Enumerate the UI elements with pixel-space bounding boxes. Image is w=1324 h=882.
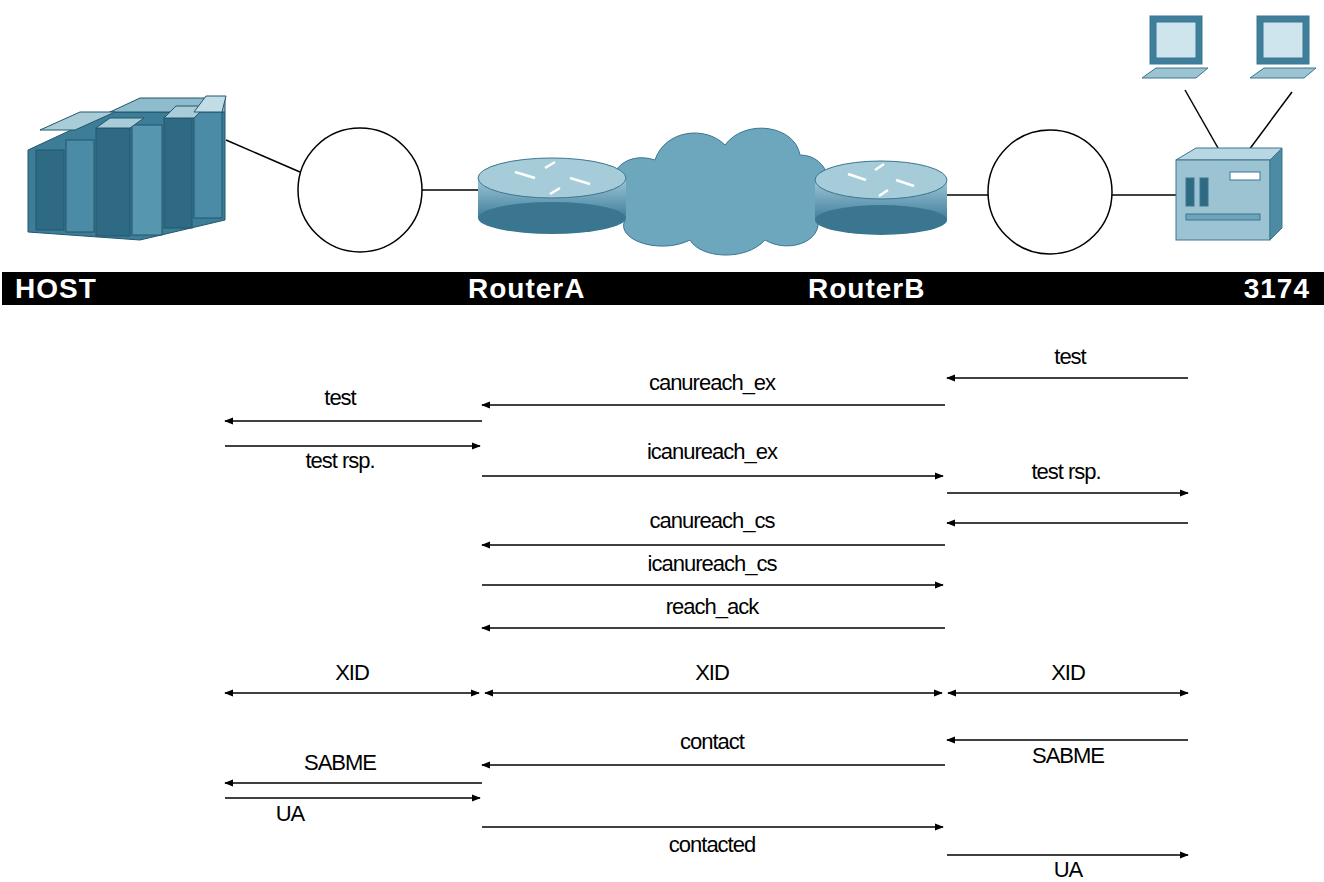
message-label: icanureach_ex (647, 441, 777, 463)
message-label: reach_ack (666, 596, 759, 618)
station-name: 3174 (1244, 272, 1310, 305)
message-label: XID (695, 662, 729, 684)
message-label: test rsp. (1031, 461, 1100, 483)
message-label: UA (1054, 859, 1083, 881)
wan-cloud (613, 128, 829, 255)
message-label: test rsp. (305, 450, 374, 472)
message-arrows (225, 378, 1188, 855)
message-label: canureach_ex (649, 372, 775, 394)
mainframe-icon (28, 96, 226, 240)
station-name: RouterA (468, 272, 585, 305)
message-label: canureach_cs (650, 510, 775, 532)
message-label: SABME (304, 752, 376, 774)
message-label: contact (680, 731, 744, 753)
terminal-icon (1142, 16, 1316, 78)
station-name: HOST (15, 272, 97, 305)
message-label: XID (1051, 662, 1085, 684)
router-icon (478, 158, 626, 234)
message-label: test (324, 387, 355, 409)
message-label: test (1054, 346, 1085, 368)
message-label: UA (276, 803, 305, 825)
message-label: SABME (1032, 745, 1104, 767)
controller-icon (1176, 148, 1282, 240)
message-label: XID (335, 662, 369, 684)
message-label: contacted (669, 834, 755, 856)
label-band: HOST RouterA RouterB 3174 (2, 272, 1324, 305)
router-icon (815, 161, 947, 235)
station-name: RouterB (808, 272, 925, 305)
message-label: icanureach_cs (648, 553, 777, 575)
